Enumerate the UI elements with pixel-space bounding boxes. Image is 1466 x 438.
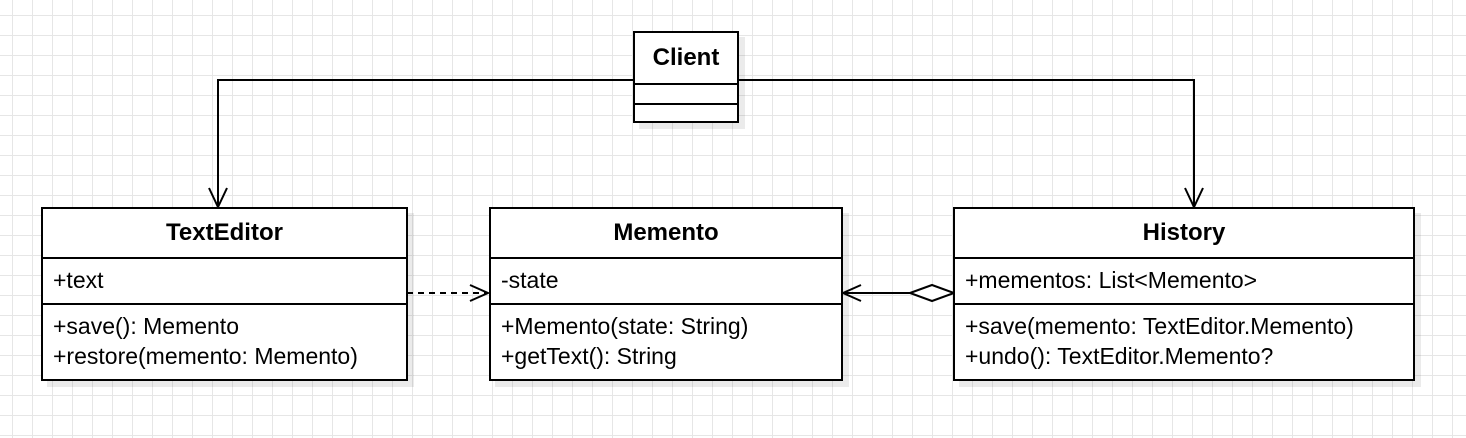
attribute: +mementos: List<Memento> (965, 267, 1258, 293)
class-memento[interactable]: Memento -state +Memento(state: String) +… (489, 207, 843, 381)
attribute: -state (501, 267, 559, 293)
operation: +restore(memento: Memento) (53, 343, 358, 369)
operation: +undo(): TextEditor.Memento? (965, 343, 1274, 369)
client-texteditor-association (217, 79, 634, 207)
aggregation-diamond (907, 283, 957, 303)
texteditor-memento-arrowhead (469, 284, 491, 302)
class-memento-attributes: -state (491, 259, 841, 305)
class-texteditor[interactable]: TextEditor +text +save(): Memento +resto… (41, 207, 408, 381)
class-client[interactable]: Client (633, 31, 739, 123)
class-texteditor-operations: +save(): Memento +restore(memento: Memen… (43, 305, 406, 371)
class-history[interactable]: History +mementos: List<Memento> +save(m… (953, 207, 1415, 381)
class-client-operations (635, 105, 737, 122)
operation: +getText(): String (501, 343, 677, 369)
client-history-association (738, 79, 1195, 207)
class-memento-operations: +Memento(state: String) +getText(): Stri… (491, 305, 841, 371)
history-memento-arrowhead (840, 284, 862, 302)
attribute: +text (53, 267, 104, 293)
class-texteditor-attributes: +text (43, 259, 406, 305)
class-history-attributes: +mementos: List<Memento> (955, 259, 1413, 305)
class-texteditor-name: TextEditor (43, 209, 406, 259)
operation: +Memento(state: String) (501, 313, 749, 339)
operation: +save(memento: TextEditor.Memento) (965, 313, 1354, 339)
class-history-name: History (955, 209, 1413, 259)
class-client-name: Client (635, 33, 737, 85)
operation: +save(): Memento (53, 313, 239, 339)
class-memento-name: Memento (491, 209, 841, 259)
class-client-attributes (635, 85, 737, 105)
class-history-operations: +save(memento: TextEditor.Memento) +undo… (955, 305, 1413, 371)
